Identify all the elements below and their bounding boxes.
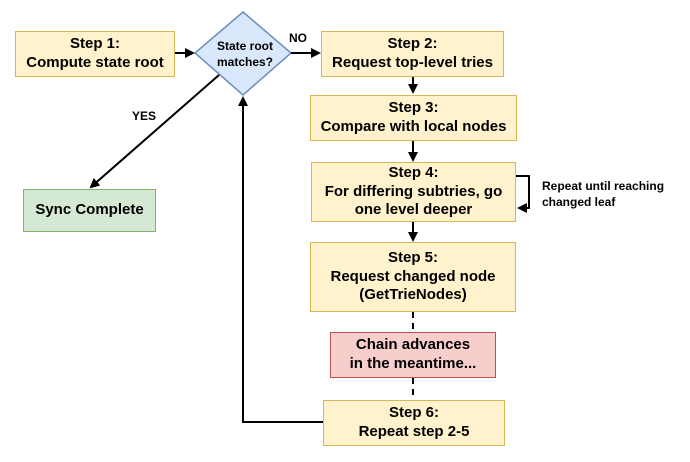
step4-title: Step 4: — [388, 163, 439, 181]
step1-text: Compute state root — [26, 54, 164, 71]
step5-line2: (GetTrieNodes) — [359, 286, 467, 304]
arrow-step4-self-loop — [516, 175, 530, 213]
chain-line1: Chain advances — [355, 336, 471, 354]
step2-text: Request top-level tries — [332, 54, 493, 71]
repeat-line2: changed leaf — [542, 194, 616, 209]
arrow-step6-to-decision — [238, 96, 323, 423]
step6-box: Step 6: Repeat step 2-5 — [323, 400, 505, 446]
step5-title: Step 5: — [387, 248, 438, 266]
edge-label-repeat: Repeat until reaching changed leaf — [542, 179, 664, 210]
decision-label: State root matches? — [195, 38, 295, 70]
step3-text: Compare with local nodes — [320, 118, 507, 135]
decision-line2: matches? — [216, 55, 274, 70]
step1-title: Step 1: — [69, 35, 120, 53]
step5-box: Step 5: Request changed node (GetTrieNod… — [310, 242, 516, 312]
sync-complete-text: Sync Complete — [35, 201, 144, 219]
chain-line2: in the meantime... — [349, 355, 477, 372]
step4-line1: For differing subtries, go — [324, 182, 503, 200]
edge-label-no: NO — [289, 31, 307, 45]
step4-box: Step 4: For differing subtries, go one l… — [311, 162, 516, 222]
step6-title: Step 6: — [388, 404, 439, 422]
step5-line1: Request changed node — [330, 267, 496, 285]
step6-text: Repeat step 2-5 — [358, 423, 470, 440]
chain-advances-box: Chain advances in the meantime... — [330, 332, 496, 378]
step2-box: Step 2: Request top-level tries — [321, 31, 504, 77]
edge-label-yes: YES — [132, 109, 157, 123]
decision-line1: State root — [216, 39, 273, 53]
arrow-decision-to-sync — [89, 74, 220, 189]
step2-title: Step 2: — [387, 35, 438, 53]
sync-complete-box: Sync Complete — [23, 189, 156, 232]
decision-diamond — [193, 11, 293, 96]
step3-title: Step 3: — [388, 99, 439, 117]
step1-box: Step 1: Compute state root — [15, 31, 175, 77]
step4-line2: one level deeper — [354, 201, 473, 219]
repeat-line1: Repeat until reaching — [542, 179, 665, 193]
step3-box: Step 3: Compare with local nodes — [310, 95, 517, 141]
